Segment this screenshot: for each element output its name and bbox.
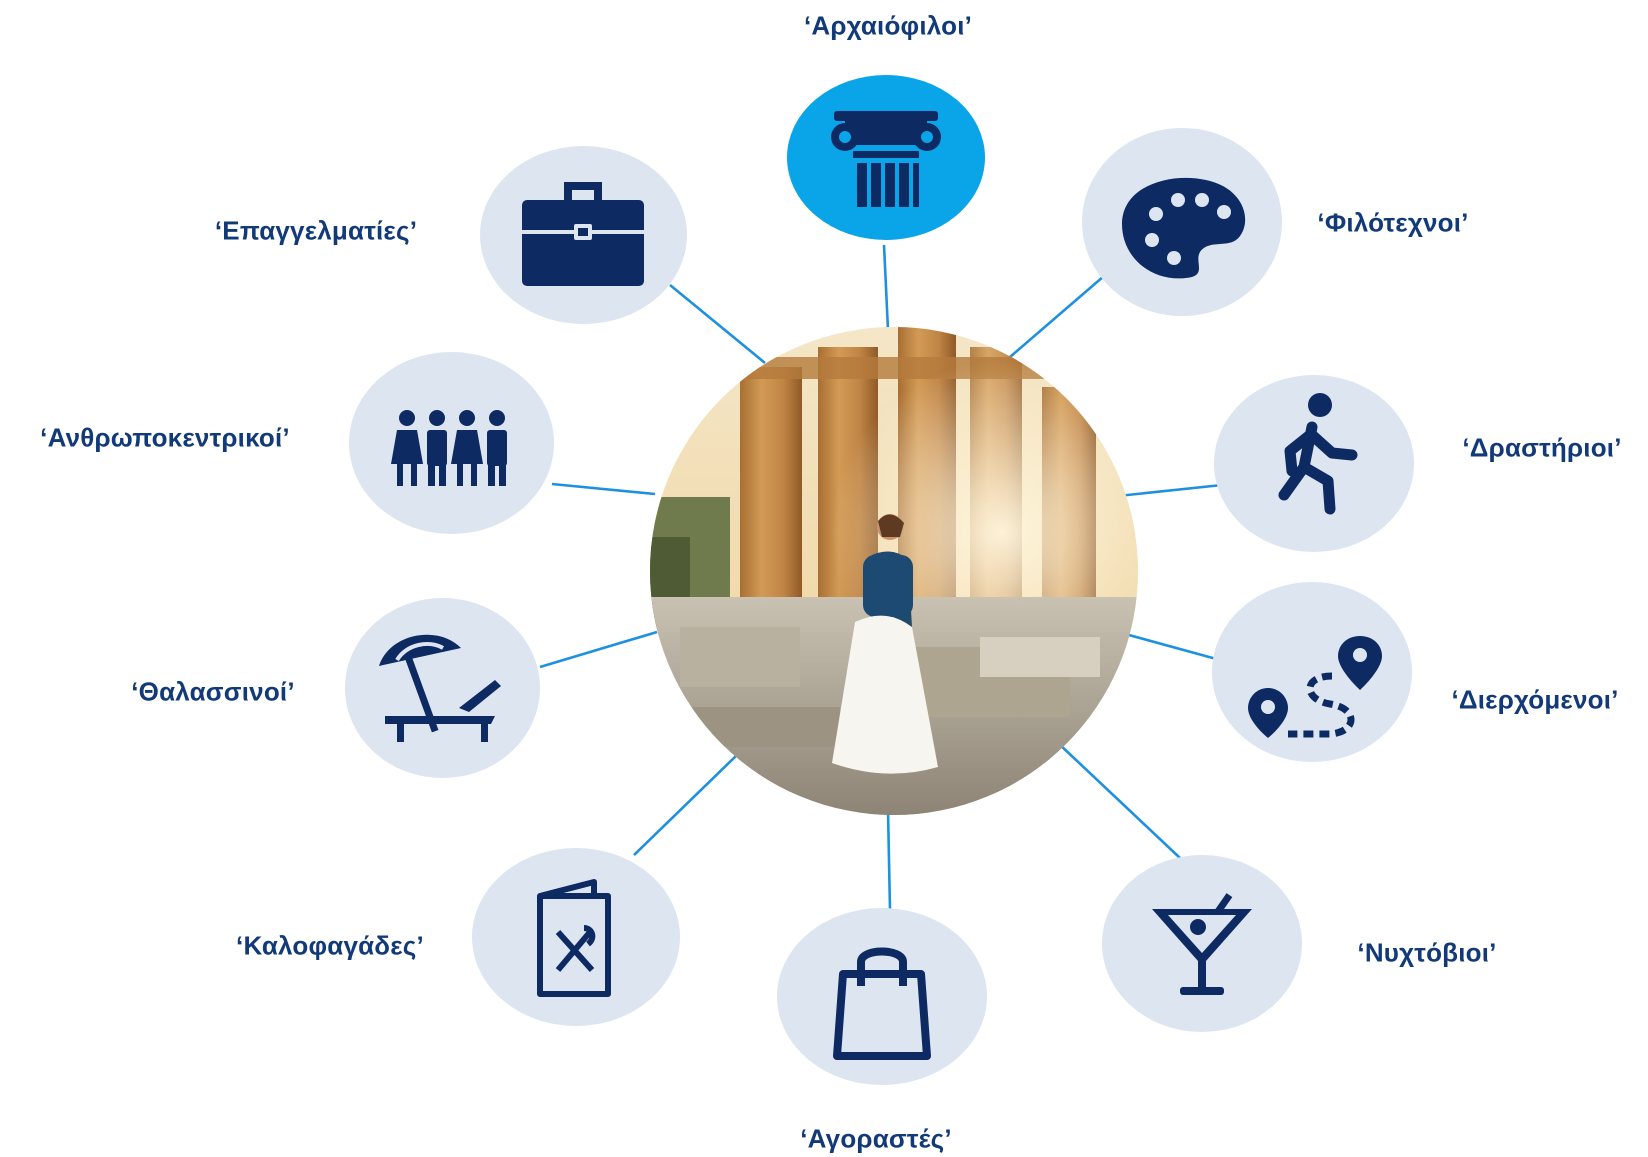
node-nyxtovioi[interactable]	[1102, 855, 1302, 1032]
label-dierxomenoi: ‘Διερχόμενοι’	[1451, 684, 1619, 715]
label-archaiofiloi: ‘Αρχαιόφιλοι’	[803, 10, 973, 41]
walking-person-icon	[1278, 393, 1358, 515]
node-anthropokentrikoi[interactable]	[349, 352, 554, 534]
label-epaggelmaties: ‘Επαγγελματίες’	[214, 215, 418, 246]
connector-drastirioi	[1117, 483, 1223, 498]
beach-umbrella-lounger-icon	[379, 634, 501, 742]
connector-anthropokentrikoi	[551, 482, 656, 496]
label-agorastes: ‘Αγοραστές’	[800, 1123, 952, 1154]
node-epaggelmaties[interactable]	[480, 146, 687, 324]
ionic-column-icon	[831, 111, 941, 207]
restaurant-menu-icon	[537, 879, 611, 997]
node-archaiofiloi[interactable]	[787, 75, 985, 240]
node-agorastes[interactable]	[777, 908, 987, 1085]
label-anthropokentrikoi: ‘Ανθρωποκεντρικοί’	[40, 422, 290, 453]
connector-filotexnoi	[1009, 275, 1105, 358]
woman-at-parthenon-photo	[650, 327, 1138, 815]
cocktail-glass-icon	[1152, 893, 1252, 995]
people-group-icon	[391, 410, 507, 486]
label-filotexnoi: ‘Φιλότεχνοι’	[1317, 207, 1469, 238]
connector-kalofagades	[633, 754, 738, 856]
briefcase-icon	[522, 182, 644, 286]
route-pins-icon	[1248, 636, 1382, 738]
node-filotexnoi[interactable]	[1082, 128, 1282, 316]
label-drastirioi: ‘Δραστήριοι’	[1462, 432, 1622, 463]
connector-thalassinoi	[539, 630, 658, 669]
connector-epaggelmaties	[669, 283, 766, 365]
label-kalofagades: ‘Καλοφαγάδες’	[236, 930, 424, 961]
node-dierxomenoi[interactable]	[1212, 582, 1412, 762]
center-photo	[650, 327, 1138, 815]
label-thalassinoi: ‘Θαλασσινοί’	[131, 676, 295, 707]
connector-agorastes	[886, 809, 892, 911]
shopping-bag-icon	[833, 947, 931, 1060]
node-thalassinoi[interactable]	[345, 598, 540, 778]
node-kalofagades[interactable]	[472, 848, 680, 1026]
connector-nyxtovioi	[1057, 742, 1181, 859]
label-nyxtovioi: ‘Νυχτόβιοι’	[1357, 937, 1497, 968]
node-drastirioi[interactable]	[1214, 375, 1414, 552]
connector-archaiofiloi	[882, 244, 890, 331]
paint-palette-icon	[1122, 177, 1246, 279]
connector-dierxomenoi	[1117, 630, 1221, 662]
